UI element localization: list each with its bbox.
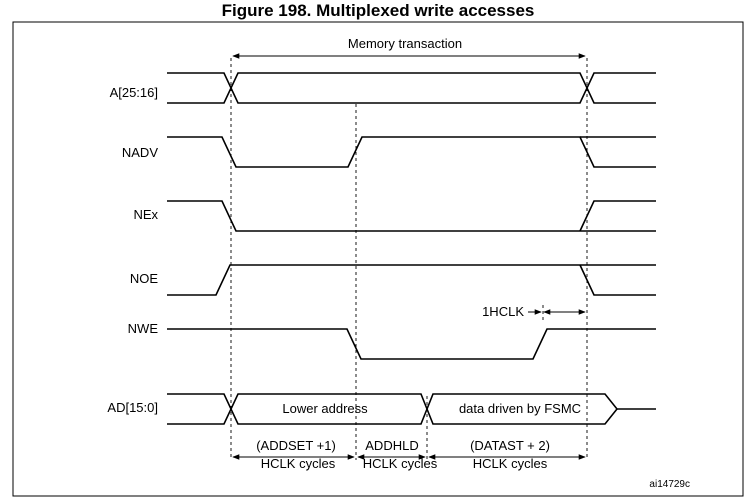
signal-label-nwe: NWE bbox=[128, 321, 159, 336]
data-driven-label: data driven by FSMC bbox=[459, 401, 581, 416]
memory-transaction-span: Memory transaction bbox=[232, 34, 586, 59]
signal-label-ad: AD[15:0] bbox=[107, 400, 158, 415]
figure-title: Figure 198. Multiplexed write accesses bbox=[221, 1, 535, 20]
timing-guide-lines bbox=[230, 58, 588, 460]
datast-cycles-label: HCLK cycles bbox=[473, 456, 548, 471]
signal-ad-waveform: Lower address data driven by FSMC bbox=[167, 393, 656, 425]
figure-id: ai14729c bbox=[649, 479, 690, 490]
cycle-annotations: (ADDSET +1) ADDHLD (DATAST + 2) HCLK cyc… bbox=[232, 438, 586, 471]
addset-label: (ADDSET +1) bbox=[256, 438, 336, 453]
signal-label-nex: NEx bbox=[133, 207, 158, 222]
signal-label-noe: NOE bbox=[130, 271, 159, 286]
memory-transaction-label: Memory transaction bbox=[348, 36, 462, 51]
signal-nwe-waveform bbox=[167, 328, 656, 360]
one-hclk-annotation: 1HCLK bbox=[482, 304, 586, 322]
lower-address-label: Lower address bbox=[282, 401, 368, 416]
one-hclk-label: 1HCLK bbox=[482, 304, 524, 319]
diagram-frame bbox=[12, 21, 744, 497]
addset-cycles-label: HCLK cycles bbox=[261, 456, 336, 471]
signal-nadv-waveform bbox=[167, 136, 656, 168]
signal-nex-waveform bbox=[167, 200, 656, 232]
addhld-label: ADDHLD bbox=[365, 438, 418, 453]
signal-label-a: A[25:16] bbox=[110, 85, 158, 100]
datast-label: (DATAST + 2) bbox=[470, 438, 550, 453]
signal-label-nadv: NADV bbox=[122, 145, 158, 160]
addhld-cycles-label: HCLK cycles bbox=[363, 456, 438, 471]
signal-a-waveform bbox=[167, 72, 656, 104]
signal-noe-waveform bbox=[167, 264, 656, 296]
